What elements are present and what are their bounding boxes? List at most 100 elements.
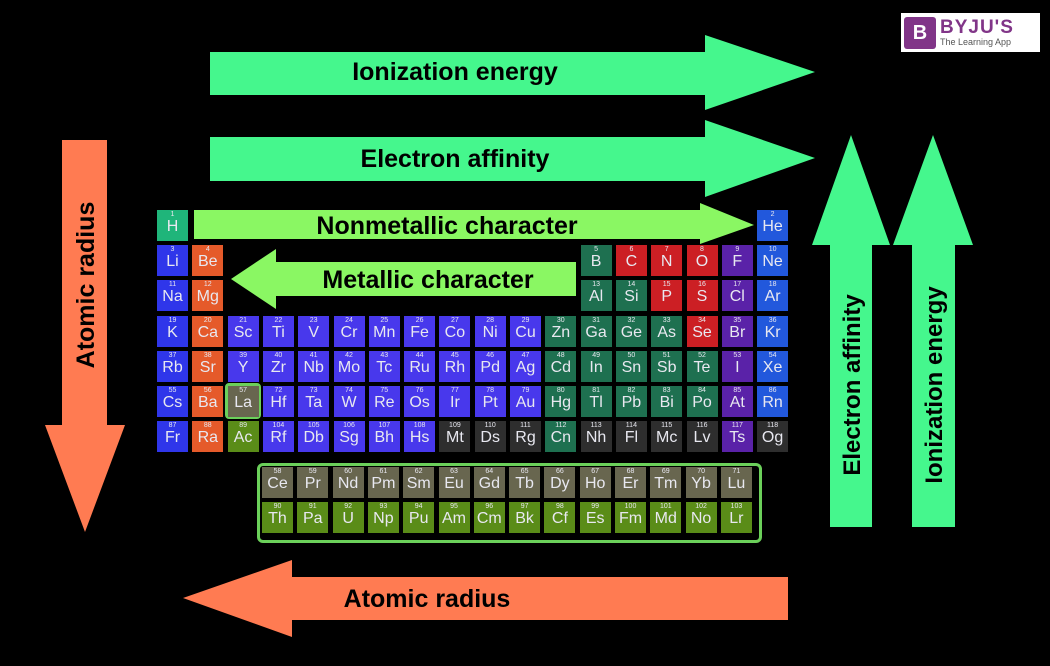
atomic-number: 73 [309,387,318,394]
atomic-number: 58 [273,468,282,475]
atomic-number: 105 [307,422,320,430]
element-symbol: F [732,253,743,271]
electron-affinity-label-vertical: Electron affinity [839,294,866,476]
element-symbol: Nb [303,358,324,376]
atomic-number: 42 [345,351,353,359]
atomic-number: 16 [698,281,706,289]
ionization-energy-label-horizontal: Ionization energy [352,58,558,86]
element-symbol: Md [654,510,677,527]
element-symbol: K [167,323,178,341]
element-symbol: Mc [656,429,678,447]
atomic-number: 40 [274,351,283,359]
element-symbol: Pb [621,394,642,411]
metallic-character-label: Metallic character [322,266,533,294]
atomic-number: 62 [414,468,423,475]
atomic-radius-label-horizontal: Atomic radius [344,585,511,613]
atomic-number: 118 [767,422,779,430]
atomic-number: 111 [520,422,531,430]
element-symbol: Pd [480,358,500,376]
atomic-number: 108 [413,422,426,430]
atomic-radius-arrow-horizontal [183,560,788,637]
element-symbol: Zn [551,323,571,341]
atomic-number: 12 [203,281,212,289]
nonmetallic-character-arrow [194,203,754,244]
atomic-number: 70 [697,468,705,475]
atomic-number: 75 [380,387,389,394]
element-symbol: Er [622,475,639,492]
element-symbol: Pa [303,510,323,527]
atomic-number: 57 [239,387,247,394]
element-symbol: Mt [446,429,464,447]
atomic-number: 7 [664,246,669,254]
element-symbol: Sc [233,323,253,341]
atomic-number: 81 [592,387,600,394]
atomic-number: 92 [344,503,352,510]
element-symbol: Cm [476,510,502,527]
byjus-logo-mark: B [904,16,936,49]
atomic-number: 28 [486,316,495,324]
atomic-number: 65 [520,468,529,475]
element-symbol: Th [268,510,287,527]
atomic-number: 83 [662,387,671,394]
element-symbol: Cl [729,288,745,306]
element-symbol: Lu [727,475,746,492]
atomic-number: 103 [730,503,743,510]
atomic-number: 47 [521,351,530,359]
element-symbol: Re [374,394,395,411]
element-symbol: Hg [550,394,572,411]
element-symbol: Ta [305,394,323,411]
atomic-number: 66 [555,468,564,475]
element-symbol: Hf [270,394,287,411]
atomic-radius-arrow-vertical [45,140,125,532]
lanthanum-highlight-frame [225,383,261,419]
atomic-number: 37 [168,351,177,359]
atomic-number: 79 [521,387,530,394]
atomic-number: 11 [168,281,177,289]
atomic-number: 48 [556,351,565,359]
atomic-number: 107 [378,422,391,430]
element-symbol: Fr [164,429,181,447]
element-symbol: B [590,253,602,271]
atomic-number: 33 [662,316,671,324]
element-symbol: Ca [197,323,219,341]
element-symbol: Lr [729,510,744,527]
atomic-number: 34 [698,316,706,324]
atomic-number: 109 [449,422,461,430]
byjus-logo[interactable]: B BYJU'S The Learning App [901,13,1040,52]
element-symbol: Li [166,253,179,271]
